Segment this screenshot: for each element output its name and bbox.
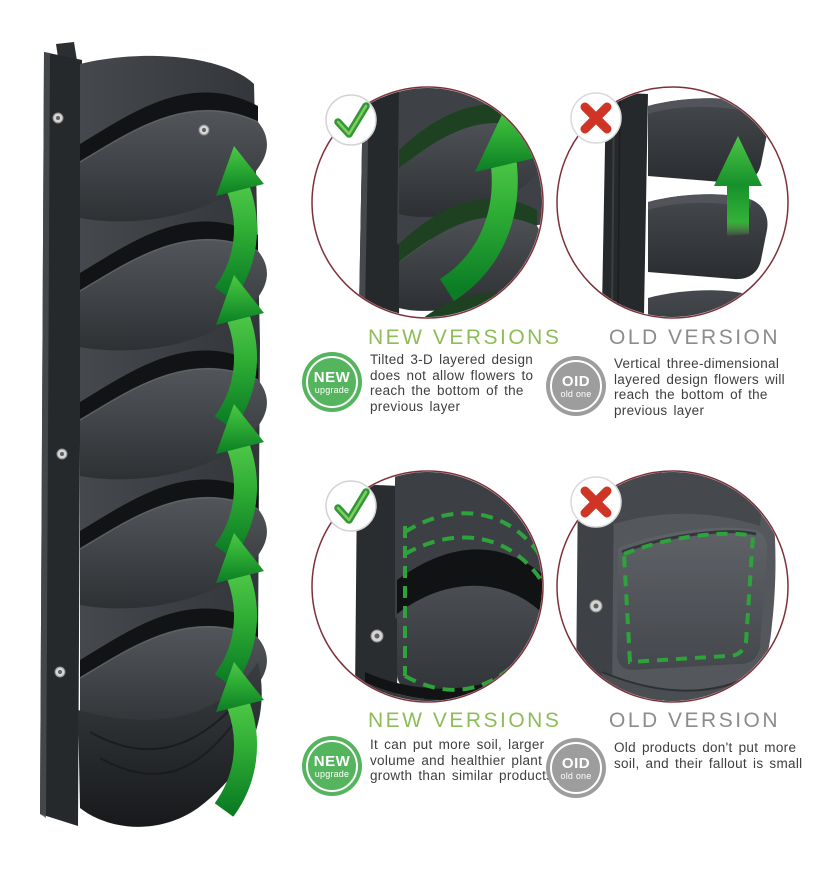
new-capacity-photo-circle (311, 470, 544, 703)
new-upgrade-badge: NEW upgrade (302, 736, 362, 796)
old-capacity-description: Old products don't put more soil, and th… (614, 740, 803, 771)
up-arrow-icon (214, 275, 264, 430)
badge-text-line1: OID (561, 754, 591, 772)
check-icon (325, 94, 377, 146)
new-versions-title: NEW VERSIONS (368, 709, 562, 732)
planter-product-photo (40, 42, 267, 827)
badge-text-line2: upgrade (314, 384, 350, 395)
dashed-volume-outline (621, 531, 756, 665)
cross-icon (570, 92, 622, 144)
badge-ring: NEW upgrade (306, 740, 358, 792)
badge-ring: OID old one (550, 742, 602, 794)
planter-bottom-drape (78, 662, 262, 827)
old-version-title: OLD VERSION (609, 326, 781, 349)
check-icon (325, 480, 377, 532)
up-arrow-icon (439, 108, 535, 301)
badge-text-line2: old one (560, 388, 592, 399)
up-arrow-icon (214, 533, 264, 688)
up-arrow-icon (714, 136, 762, 236)
badge-ring: NEW upgrade (306, 356, 358, 408)
old-capacity-photo-circle (556, 470, 789, 703)
grommets (52, 112, 210, 678)
badge-text-line1: NEW (313, 368, 351, 386)
new-capacity-description: It can put more soil, larger volume and … (370, 737, 554, 784)
new-upgrade-badge: NEW upgrade (302, 352, 362, 412)
new-design-description: Tilted 3-D layered design does not allow… (370, 352, 534, 414)
new-design-photo-circle (311, 86, 544, 319)
old-design-description: Vertical three-dimensional layered desig… (614, 356, 785, 418)
old-one-badge: OID old one (546, 356, 606, 416)
cross-icon (570, 476, 622, 528)
badge-text-line2: upgrade (314, 768, 350, 779)
badge-text-line1: NEW (313, 752, 351, 770)
old-one-badge: OID old one (546, 738, 606, 798)
badge-ring: OID old one (550, 360, 602, 412)
up-arrow-icon (214, 146, 264, 301)
badge-text-line2: old one (560, 770, 592, 781)
old-design-photo-circle (556, 86, 789, 319)
old-version-title: OLD VERSION (609, 709, 781, 732)
new-versions-title: NEW VERSIONS (368, 326, 562, 349)
up-arrow-icon (214, 662, 264, 817)
up-arrow-icons (214, 146, 264, 817)
up-arrow-icon (214, 404, 264, 559)
planter-back-strip (40, 52, 82, 826)
badge-text-line1: OID (561, 372, 591, 390)
